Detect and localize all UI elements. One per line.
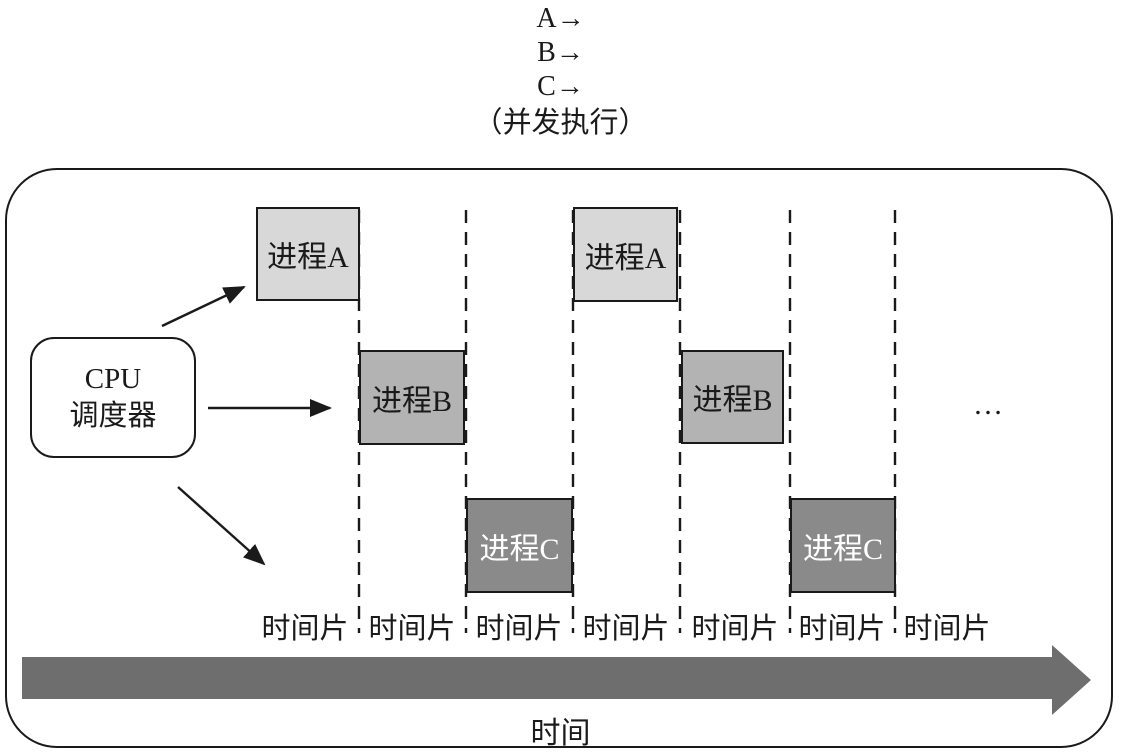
process-box-c-slice6: 进程C <box>790 498 896 593</box>
process-box-a-slice4: 进程A <box>573 207 678 302</box>
time-slice-label: 时间片 <box>903 613 991 645</box>
concurrency-line-b: B→ <box>537 37 584 68</box>
cpu-scheduler-label-line2: 调度器 <box>69 399 157 432</box>
concurrency-line-c: C→ <box>537 71 584 102</box>
continuation-ellipsis: … <box>973 388 1007 421</box>
time-axis-label: 时间 <box>530 717 591 750</box>
process-box-c-slice3: 进程C <box>466 498 573 593</box>
time-slice-label: 时间片 <box>368 613 456 645</box>
dispatch-arrow-to-c <box>177 486 266 566</box>
concurrency-header: A→ B→ C→ （并发执行） <box>0 2 1121 140</box>
concurrency-line-a: A→ <box>536 3 585 34</box>
process-box-b-slice5: 进程B <box>681 350 784 444</box>
cpu-scheduler-box: CPU 调度器 <box>30 337 196 458</box>
time-slice-label: 时间片 <box>582 613 670 645</box>
time-slice-label: 时间片 <box>475 613 563 645</box>
time-slice-label: 时间片 <box>798 613 886 645</box>
dispatch-arrow-to-a <box>161 285 246 328</box>
cpu-scheduler-label-line1: CPU <box>84 362 142 395</box>
process-box-a-slice1: 进程A <box>256 207 360 301</box>
time-axis-arrow <box>22 645 1091 715</box>
time-slice-label: 时间片 <box>261 613 349 645</box>
process-box-b-slice2: 进程B <box>359 350 465 445</box>
diagram-frame <box>5 168 1113 748</box>
concurrency-caption: （并发执行） <box>473 107 648 139</box>
time-slice-label: 时间片 <box>691 613 779 645</box>
